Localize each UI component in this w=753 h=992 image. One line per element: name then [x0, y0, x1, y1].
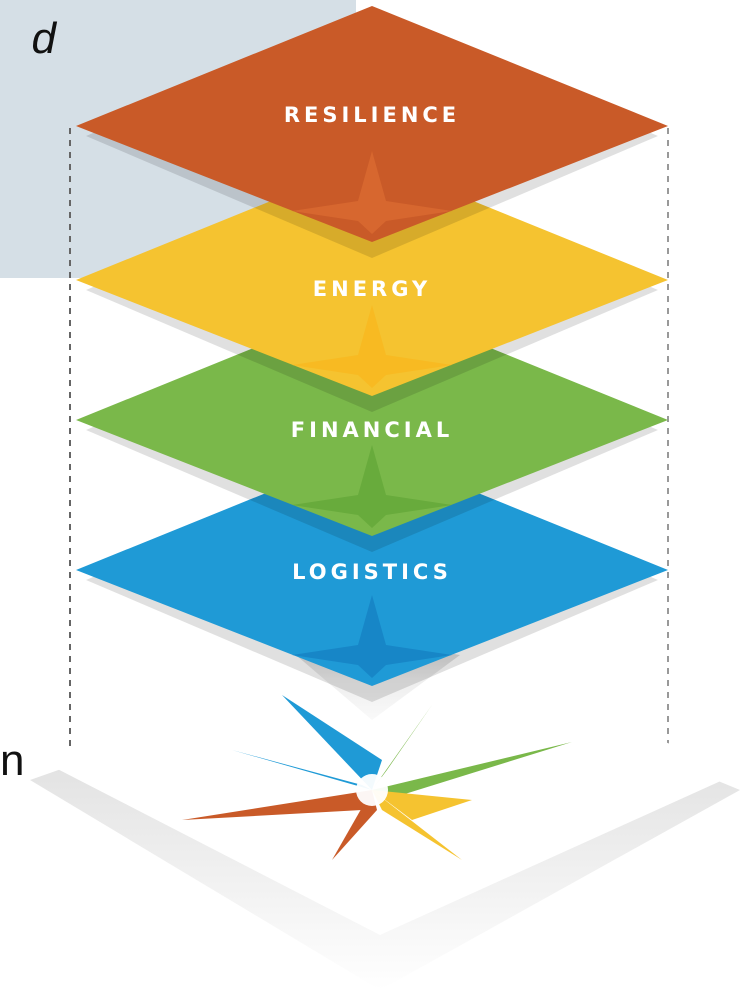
- layer-diamond: [76, 160, 668, 396]
- star-spike: [372, 790, 462, 860]
- star-spike: [182, 790, 372, 820]
- layer-arrow-icon: [292, 305, 452, 388]
- layers-group: LOGISTICS FINANCIAL ENERGY RESILIENCE: [76, 6, 668, 702]
- layer-financial: FINANCIAL: [76, 300, 668, 552]
- layer-label: LOGISTICS: [292, 560, 452, 584]
- layer-label: RESILIENCE: [284, 103, 460, 127]
- star-spike: [232, 750, 372, 790]
- layer-arrow-icon: [292, 595, 452, 678]
- star-spike: [372, 705, 432, 790]
- star-spike: [372, 790, 472, 820]
- layer-energy: ENERGY: [76, 160, 668, 412]
- layer-diamond: [76, 300, 668, 536]
- star-centre: [356, 774, 388, 806]
- left-text-fragment: n: [0, 736, 25, 785]
- base-star-logo: [182, 695, 572, 860]
- star-spike: [372, 742, 572, 798]
- layer-label: ENERGY: [313, 277, 431, 301]
- layer-resilience: RESILIENCE: [76, 6, 668, 258]
- layer-arrow-icon: [292, 445, 452, 528]
- text-panel-fragment: d: [31, 14, 56, 63]
- layer-logistics: LOGISTICS: [76, 450, 668, 702]
- layer-diamond: [76, 450, 668, 686]
- layer-label: FINANCIAL: [291, 418, 453, 442]
- layer-arrow-icon: [292, 151, 452, 234]
- star-spike: [282, 695, 382, 790]
- layer-diamond: [76, 6, 668, 242]
- star-spike: [332, 790, 377, 860]
